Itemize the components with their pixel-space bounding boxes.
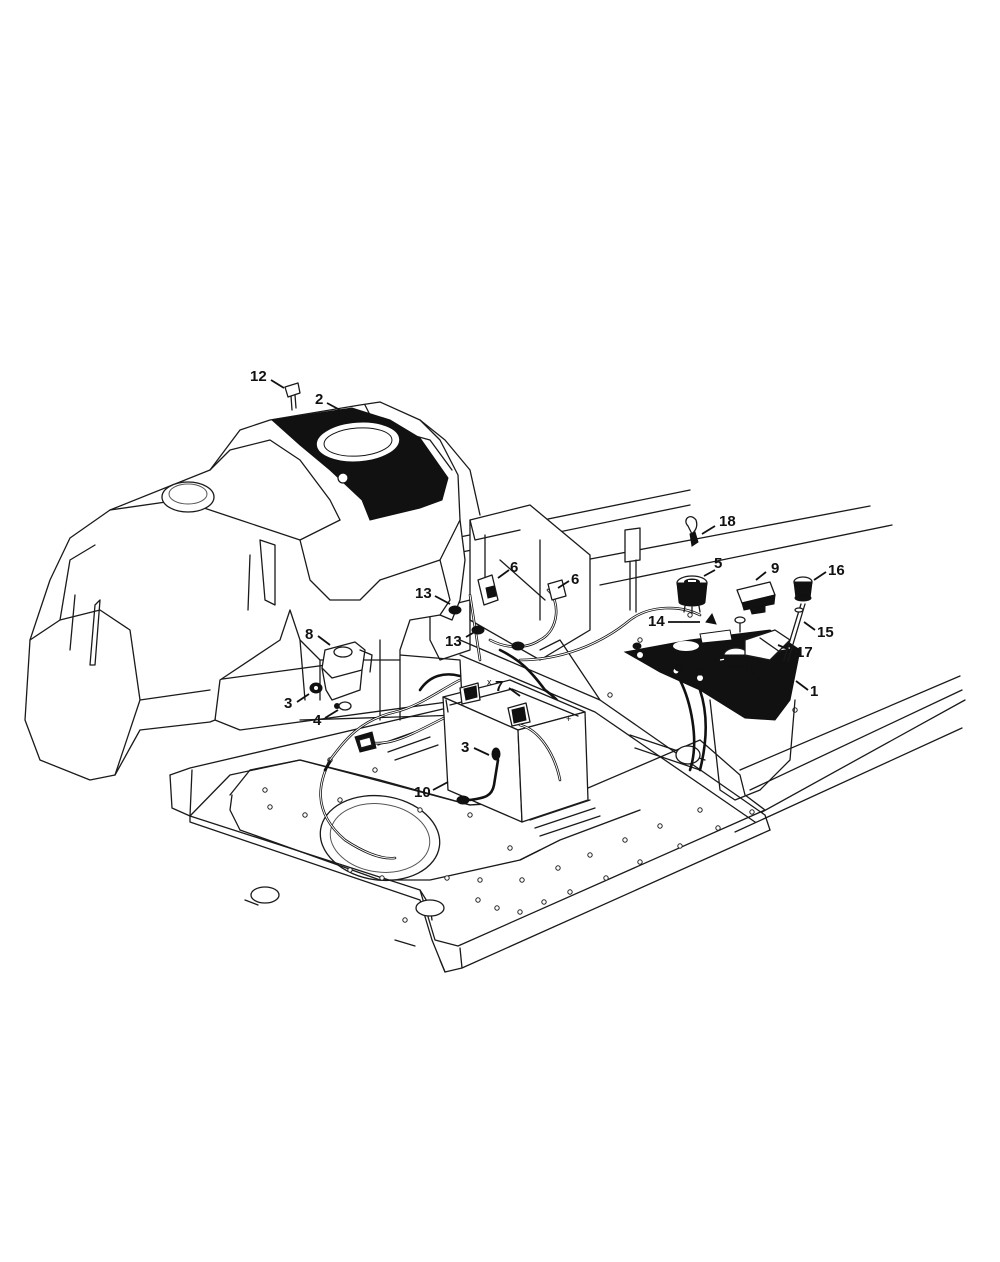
callout-10: 10 [414,784,431,801]
callout-1: 1 [810,683,818,700]
pin-14 [705,612,717,625]
callout-4: 4 [313,712,322,729]
callout-14: 14 [648,613,665,630]
connector-6a [477,574,499,606]
callout-6-right: 6 [571,571,579,588]
callout-3-battery: 3 [461,739,469,756]
callout-15: 15 [817,624,834,641]
callout-labels: 12 2 18 5 9 16 6 6 13 13 14 15 17 8 11 1… [250,368,845,801]
lever-17 [744,629,791,661]
ignition-key-18 [685,516,699,547]
callout-6-left: 6 [510,559,518,576]
battery-bolt-3 [491,747,501,761]
callout-17: 17 [796,644,813,661]
nut-4 [338,701,352,711]
callout-12: 12 [250,368,267,385]
switch-box-9 [736,581,776,615]
svg-text:x: x [487,677,492,687]
push-pin-12 [284,382,301,411]
svg-text:+: + [566,714,571,724]
callout-8: 8 [305,626,313,643]
console-screw [695,668,705,676]
callout-9: 9 [771,560,779,577]
callout-7: 7 [495,678,503,695]
connector-6b [547,579,567,601]
callout-2: 2 [315,391,323,408]
choke-shaft-15 [783,603,806,662]
console-screw [632,642,642,650]
callout-3-left: 3 [284,695,292,712]
callout-13-upper: 13 [415,585,432,602]
fastener-near-9 [734,616,746,633]
callout-16: 16 [828,562,845,579]
callout-5: 5 [714,555,722,572]
callout-13-lower: 13 [445,633,462,650]
callout-11: 11 [764,679,780,696]
callout-18: 18 [719,513,736,530]
harness-connector [354,731,377,753]
fastener-3-left [309,682,323,694]
console-screw [674,664,684,672]
callout-leaders [270,379,827,791]
chassis-frame [169,489,966,973]
knob-11 [723,647,749,675]
dash-panel-2 [270,407,449,521]
ignition-switch-5 [676,575,708,614]
battery-10: + x [442,677,589,823]
switch-8 [321,641,373,709]
choke-knob-16 [793,576,813,602]
